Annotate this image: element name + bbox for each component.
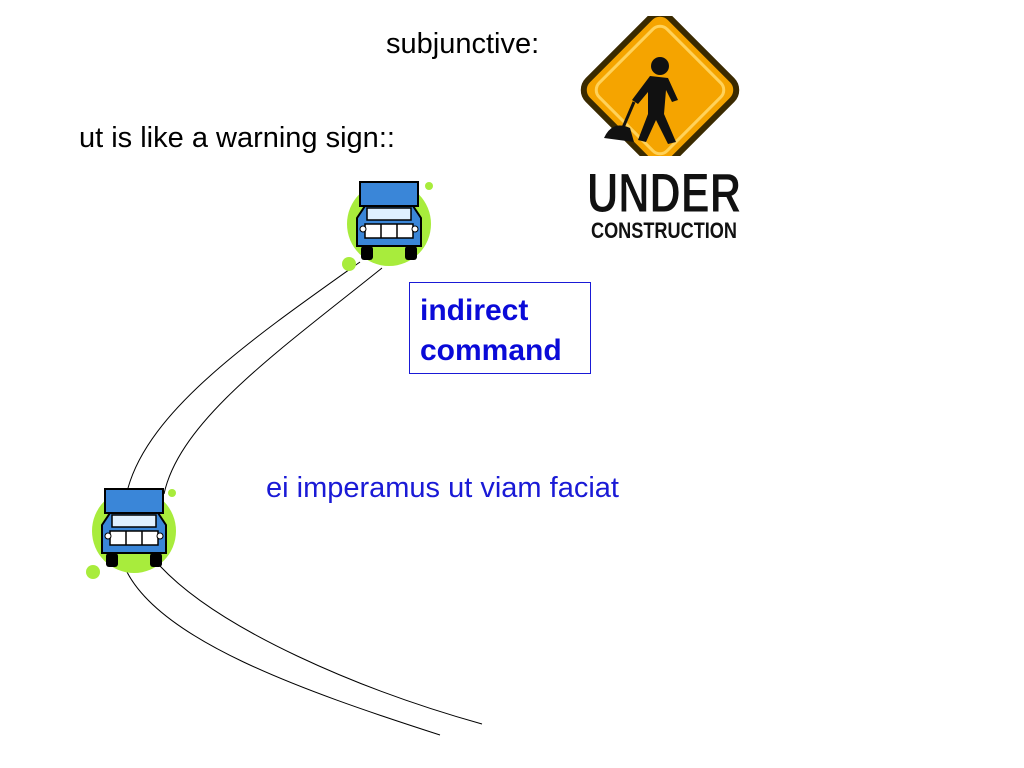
under-construction-sign: UNDER CONSTRUCTION bbox=[568, 10, 750, 257]
truck-icon bbox=[86, 488, 176, 579]
worker-shoveling-icon bbox=[604, 57, 678, 144]
road-line-right bbox=[163, 267, 383, 495]
road-line-lower-right bbox=[159, 565, 483, 725]
road-line-left bbox=[127, 261, 361, 489]
sign-under-text: UNDER bbox=[587, 161, 741, 224]
slide-title: subjunctive: bbox=[386, 28, 540, 60]
sign-construction-text: CONSTRUCTION bbox=[591, 218, 737, 243]
slide-subtitle: ut is like a warning sign:: bbox=[79, 122, 395, 154]
command-box-line-1: indirect bbox=[420, 294, 529, 327]
truck-icon bbox=[342, 181, 433, 271]
indirect-command-box: indirect command bbox=[409, 282, 591, 374]
example-sentence: ei imperamus ut viam faciat bbox=[266, 472, 619, 504]
road-line-lower-left bbox=[125, 569, 441, 736]
command-box-line-2: command bbox=[420, 334, 562, 367]
